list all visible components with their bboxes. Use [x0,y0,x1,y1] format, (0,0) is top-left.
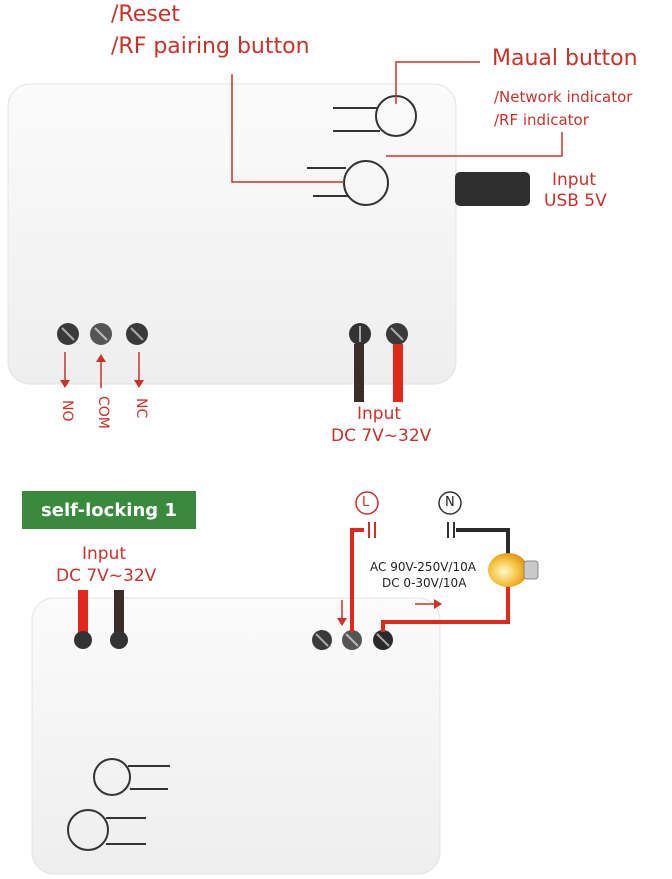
ac-rating-label: AC 90V-250V/10A [370,560,476,574]
usb-input-label: Input [552,170,597,190]
live-symbol-circle [355,491,379,515]
rf-indicator-label: /RF indicator [494,111,589,129]
bottom-dc-input-label: Input [82,544,127,564]
wire-dc-negative-bottom [114,590,124,636]
bottom-button-1-icon [93,758,170,796]
terminal-com-label: COM [95,396,111,429]
leader-indicator [386,132,563,157]
terminal-screw-dc-positive [386,323,408,345]
neutral-symbol-circle [438,491,462,515]
arrow-load-out [415,599,442,609]
terminal-no-label: NO [59,400,75,422]
usb-cable [455,172,530,206]
bottom-button-2-icon [67,809,146,851]
wire-live [350,528,364,632]
arrow-live-in [337,600,347,626]
top-dc-voltage-label: DC 7V~32V [331,426,432,446]
leader-reset [231,74,344,183]
self-locking-badge: self-locking 1 [22,491,196,529]
neutral-plug-icon [447,522,455,538]
neutral-symbol-label: N [445,495,455,510]
terminal-screw-nc [126,323,148,345]
live-plug-icon [368,522,376,538]
terminal-screw-dc-negative [349,323,371,345]
arrow-no [60,352,70,388]
arrow-com [96,354,106,388]
wire-load [381,578,510,632]
rf-pairing-label: /RF pairing button [111,34,310,59]
dc-rating-label: DC 0-30V/10A [382,576,467,590]
wire-dc-positive-bottom [78,590,88,636]
terminal-screw-bottom-3 [373,630,393,650]
wire-dc-negative-top [354,344,364,402]
terminal-screw-com [90,323,112,345]
terminal-screw-bottom-2 [342,630,362,650]
reset-button-icon [307,160,389,206]
network-indicator-label: /Network indicator [494,88,633,106]
arrow-nc [134,352,144,388]
reset-label: /Reset [111,2,180,27]
terminal-nc-label: NC [133,398,149,419]
usb-5v-label: USB 5V [544,191,607,211]
top-dc-input-label: Input [357,404,402,424]
wire-dc-positive-top [393,344,403,402]
terminal-screw-no [57,323,79,345]
wire-neutral [456,528,510,560]
bottom-module-body [31,597,441,875]
manual-button-label: Maual button [492,46,638,71]
bottom-dc-voltage-label: DC 7V~32V [56,566,157,586]
leader-manual-button [395,61,480,104]
light-bulb-icon [488,553,539,587]
terminal-screw-bottom-1 [312,630,332,650]
live-symbol-label: L [362,495,370,510]
